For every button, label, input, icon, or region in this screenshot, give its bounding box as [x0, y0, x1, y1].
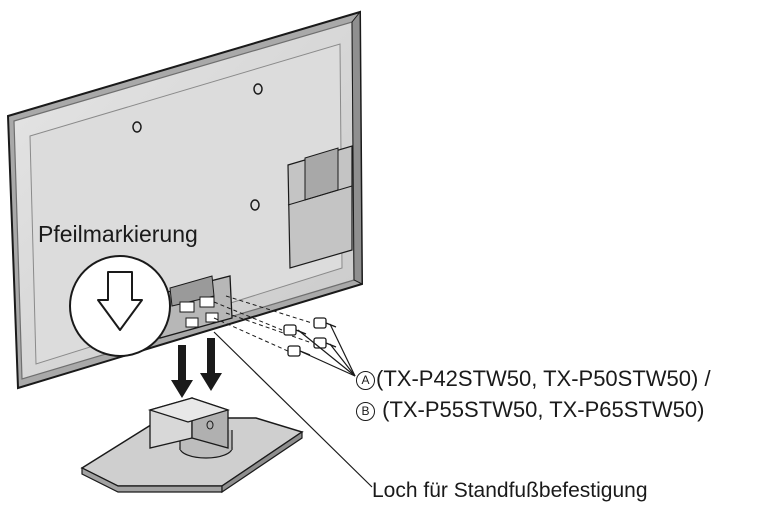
- screw-set: [283, 317, 337, 357]
- screw-b-label: B (TX-P55STW50, TX-P65STW50): [356, 397, 704, 423]
- stand-hole-leader-line: [213, 331, 373, 488]
- arrow-marking-callout: [69, 255, 171, 357]
- mount-hole: [250, 199, 260, 211]
- screw-b-models: (TX-P55STW50, TX-P65STW50): [376, 397, 705, 422]
- tv-stand: [80, 397, 304, 494]
- screw-a-models: (TX-P42STW50, TX-P50STW50) /: [376, 366, 711, 391]
- terminal-panel: [287, 145, 353, 269]
- mount-hole: [132, 121, 142, 133]
- tv-back: [6, 10, 364, 390]
- down-arrow-icon: [200, 338, 222, 391]
- screw-a-label: A(TX-P42STW50, TX-P50STW50) /: [356, 366, 711, 392]
- down-arrow-icon: [171, 345, 193, 398]
- stand-bracket: [151, 275, 233, 339]
- arrow-marking-label: Pfeilmarkierung: [38, 221, 198, 247]
- stand-hole-label: Loch für Standfußbefestigung: [372, 479, 648, 502]
- screw-leader-lines: [297, 323, 356, 377]
- screw-b-marker: B: [356, 402, 375, 421]
- mount-hole: [253, 83, 263, 95]
- down-arrow-icon: [97, 271, 143, 331]
- screw-a-marker: A: [356, 371, 375, 390]
- screw-guide-lines: [213, 295, 313, 353]
- screw-icon: [313, 317, 337, 329]
- insertion-arrows: [171, 338, 222, 398]
